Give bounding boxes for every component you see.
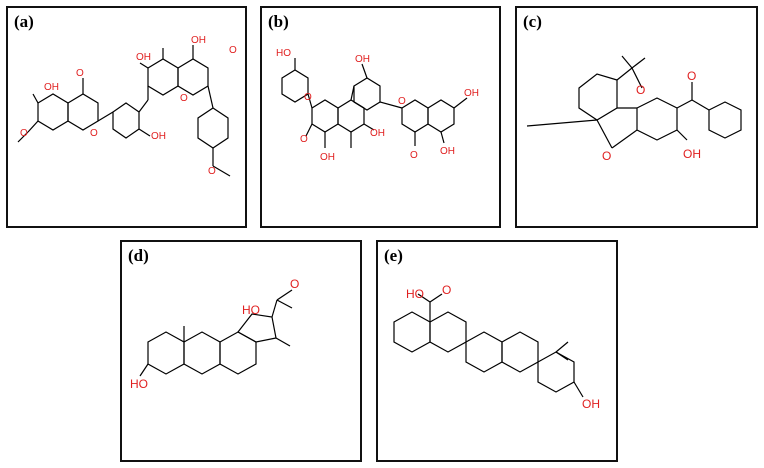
atom-label: O bbox=[90, 128, 98, 139]
atom-label: O bbox=[636, 83, 645, 97]
atom-label: O bbox=[442, 283, 451, 297]
atom-label: O bbox=[687, 69, 696, 83]
atom-label: OH bbox=[151, 131, 166, 142]
atom-label: HO bbox=[242, 303, 260, 317]
atom-label: OH bbox=[440, 146, 455, 157]
molecule-c-structure: O O O OH bbox=[526, 55, 742, 163]
atom-label: OH bbox=[370, 128, 385, 139]
atom-label: OH bbox=[44, 82, 59, 93]
atom-label: O bbox=[410, 150, 418, 161]
atom-label: HO bbox=[276, 48, 291, 59]
atom-label: O bbox=[398, 96, 406, 107]
panel-c: (c) O O O OH bbox=[515, 6, 758, 228]
atom-label: OH bbox=[582, 397, 600, 411]
atom-label: OH bbox=[136, 52, 151, 63]
atom-label: O bbox=[602, 149, 611, 163]
atom-label: OH bbox=[683, 147, 701, 161]
molecule-d-structure: HO O HO bbox=[130, 277, 299, 391]
molecule-e-structure: HO O OH bbox=[393, 283, 600, 411]
atom-label: O bbox=[304, 92, 312, 103]
atom-label: O bbox=[208, 166, 216, 177]
panel-label-c: (c) bbox=[523, 12, 542, 31]
atom-label: OH bbox=[320, 152, 335, 163]
panel-a: (a) O OH OH OH OH O O O O O bbox=[6, 6, 247, 228]
panel-label-d: (d) bbox=[128, 246, 149, 265]
atom-label: HO bbox=[406, 287, 424, 301]
panel-label-e: (e) bbox=[384, 246, 403, 265]
atom-label: OH bbox=[355, 54, 370, 65]
atom-label: OH bbox=[191, 35, 206, 46]
panel-d: (d) HO O HO bbox=[120, 240, 362, 462]
atom-label: O bbox=[180, 93, 188, 104]
panel-b: (b) HO OH OH O O O O OH OH OH bbox=[260, 6, 501, 228]
molecule-b-structure: HO OH OH O O O O OH OH OH bbox=[276, 48, 479, 163]
atom-label: O bbox=[229, 45, 237, 56]
molecule-a-structure: O OH OH OH OH O O O O O bbox=[17, 35, 237, 177]
panel-label-b: (b) bbox=[268, 12, 289, 31]
atom-label: HO bbox=[130, 377, 148, 391]
panel-label-a: (a) bbox=[14, 12, 34, 31]
atom-label: O bbox=[290, 277, 299, 291]
atom-label: O bbox=[76, 68, 84, 79]
atom-label: O bbox=[300, 134, 308, 145]
panel-e: (e) HO O OH bbox=[376, 240, 618, 462]
atom-label: OH bbox=[464, 88, 479, 99]
atom-label: O bbox=[20, 128, 28, 139]
